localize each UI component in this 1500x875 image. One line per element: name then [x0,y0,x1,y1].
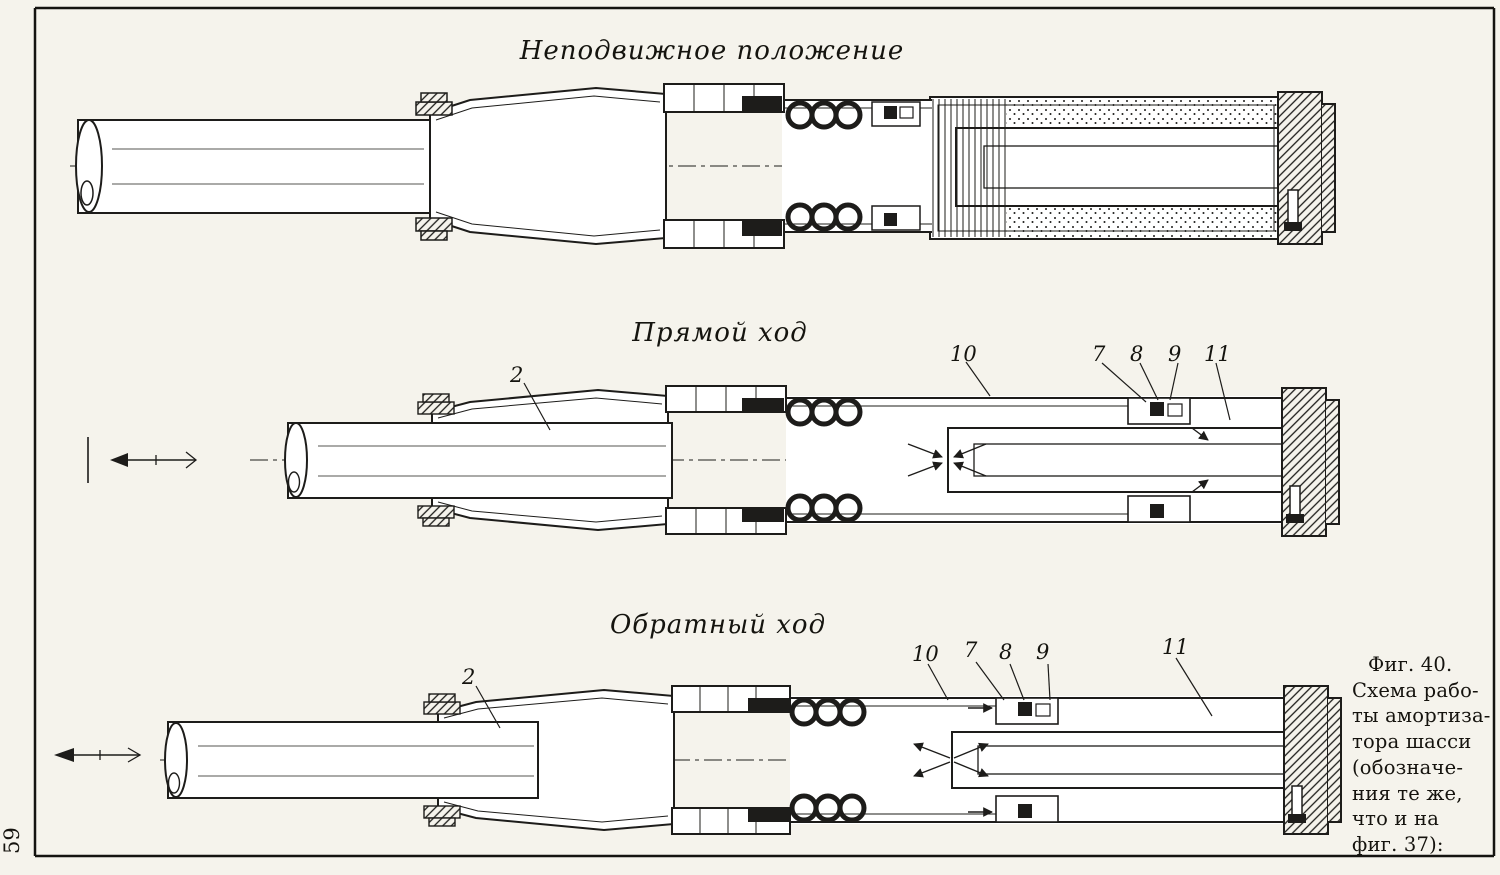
page-frame [33,6,1496,858]
part-label-11: 11 [1162,635,1189,659]
motion-arrow-return [54,747,142,763]
page-number: 59 [0,827,24,854]
part-label-10: 10 [912,642,939,666]
caption-line: тора шасси [1352,730,1472,754]
caption-line: Фиг. 40. [1368,653,1453,676]
caption-line: что и на [1352,807,1440,831]
caption-line: ты амортиза- [1352,704,1491,728]
caption-line: Схема рабо- [1352,678,1479,702]
diagram-title-return: Обратный ход [609,610,827,640]
part-label-8: 8 [1130,342,1144,366]
diagram-stationary-art [70,83,1336,249]
figure-caption: Фиг. 40. Схема рабо- ты амортиза- тора ш… [1352,652,1498,858]
caption-line: ния те же, [1352,781,1463,805]
part-label-10: 10 [950,342,977,366]
caption-line: (обозначе- [1352,755,1464,779]
diagram-title-stationary: Неподвижное положение [519,36,905,66]
diagram-forward-art [87,361,1340,537]
motion-arrow-forward [87,437,198,483]
part-label-7: 7 [964,638,978,662]
part-label-8: 8 [999,640,1013,664]
part-label-9: 9 [1168,342,1182,366]
caption-line: фиг. 37): [1352,833,1444,857]
part-label-7: 7 [1092,342,1106,366]
part-label-2: 2 [510,363,524,387]
diagram-title-forward: Прямой ход [632,318,808,348]
part-label-2: 2 [462,665,476,689]
part-label-9: 9 [1036,640,1050,664]
part-label-11: 11 [1204,342,1231,366]
diagram-return-art [54,657,1342,835]
